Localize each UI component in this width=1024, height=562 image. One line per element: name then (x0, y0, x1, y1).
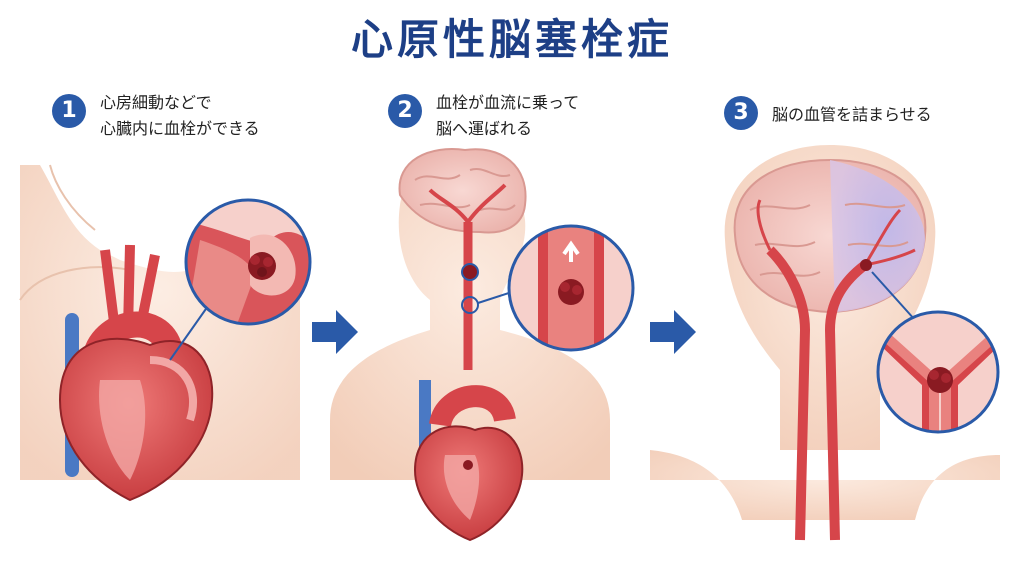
magnifier-1 (184, 198, 312, 326)
step-3-text: 脳の血管を詰まらせる (772, 105, 932, 124)
panel-3-head (650, 145, 1000, 541)
arrow-2 (650, 310, 696, 354)
panel-1-chest (19, 164, 312, 502)
page-title: 心原性脳塞栓症 (350, 15, 673, 64)
heart-1 (58, 337, 214, 502)
arrow-1 (312, 310, 358, 354)
clot-1 (248, 252, 276, 280)
magnifier-3 (876, 310, 1000, 434)
clot-3 (927, 367, 953, 393)
step-1-text: 心房細動などで 心臓内に血栓ができる (100, 93, 260, 138)
panel-2-body (330, 148, 635, 542)
step-1-badge: 1 (52, 94, 86, 128)
step-3-badge: 3 (724, 96, 758, 130)
step-2-badge: 2 (388, 94, 422, 128)
magnifier-2 (507, 224, 635, 352)
clot-2 (558, 279, 584, 305)
heart-2 (413, 425, 524, 542)
brain-2 (398, 148, 527, 234)
step-2-text: 血栓が血流に乗って 脳へ運ばれる (436, 93, 580, 138)
